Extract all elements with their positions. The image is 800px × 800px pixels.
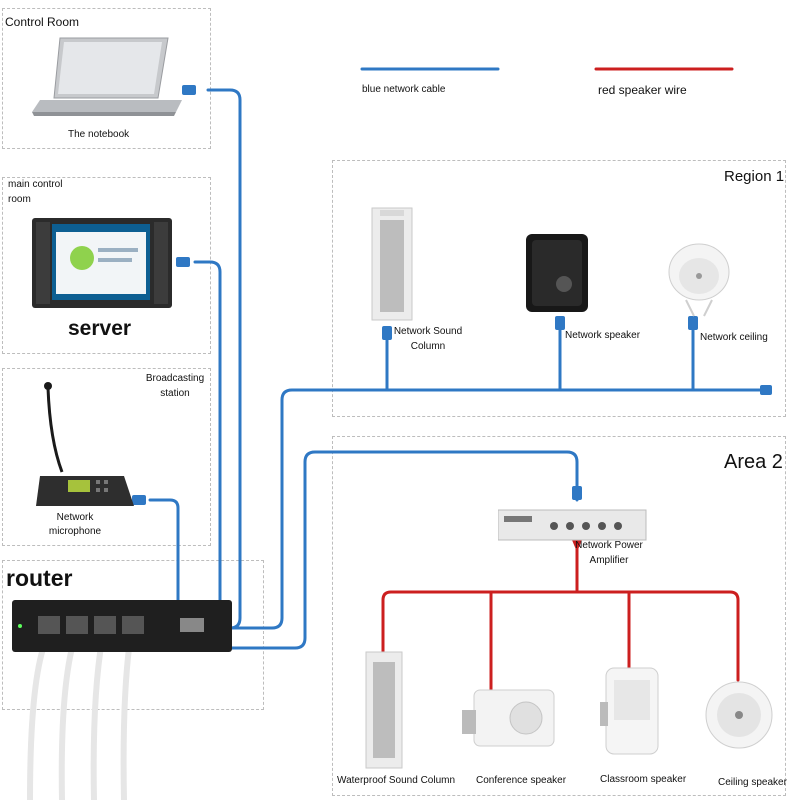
laptop-icon — [30, 36, 190, 123]
notebook-label: The notebook — [68, 129, 130, 140]
area2-speaker-2-label: Conference speaker — [476, 775, 567, 786]
main-control-room-label: main control room — [8, 179, 63, 205]
region1-device-2-label: Network speaker — [565, 330, 641, 341]
microphone-icon — [36, 380, 136, 515]
area2-title: Area 2 — [724, 451, 783, 473]
server-label: server — [68, 317, 132, 340]
broadcasting-station-label: Broadcasting station — [145, 373, 205, 399]
network-microphone-line-2: microphone — [48, 525, 102, 537]
ceiling-speaker-icon — [704, 680, 774, 755]
legend-blue-label: blue network cable — [362, 84, 446, 95]
amplifier-label: Network Power Amplifier — [575, 540, 643, 566]
area2-speaker-1-label: Waterproof Sound Column — [337, 775, 456, 786]
region1-title: Region 1 — [724, 168, 785, 185]
area2-speaker-4-label: Ceiling speaker — [718, 777, 787, 788]
server-rack-icon — [32, 218, 172, 315]
amplifier-icon — [497, 508, 648, 547]
ceiling-speaker-icon — [664, 240, 730, 325]
sound-column-icon — [370, 206, 414, 329]
router-icon — [12, 598, 234, 659]
router-zone — [2, 560, 264, 710]
box-speaker-icon — [524, 232, 590, 319]
main-control-room-zone — [2, 177, 211, 354]
router-label: router — [6, 565, 73, 591]
classroom-speaker-icon — [600, 666, 662, 763]
region1-zone — [332, 160, 786, 417]
broadcasting-zone — [2, 368, 211, 546]
sound-column-icon — [364, 650, 404, 775]
region1-device-1-label: Network Sound Column — [393, 326, 463, 352]
network-microphone-label: Network microphone — [40, 511, 110, 538]
network-microphone-line-1: Network — [56, 512, 94, 523]
area2-speaker-3-label: Classroom speaker — [600, 774, 687, 785]
area2-zone — [332, 436, 786, 796]
control-room-zone — [2, 8, 211, 149]
control-room-label: Control Room — [5, 15, 80, 29]
region1-device-3-label: Network ceiling — [700, 332, 768, 343]
conference-speaker-icon — [460, 688, 556, 755]
legend-red-label: red speaker wire — [598, 83, 687, 97]
